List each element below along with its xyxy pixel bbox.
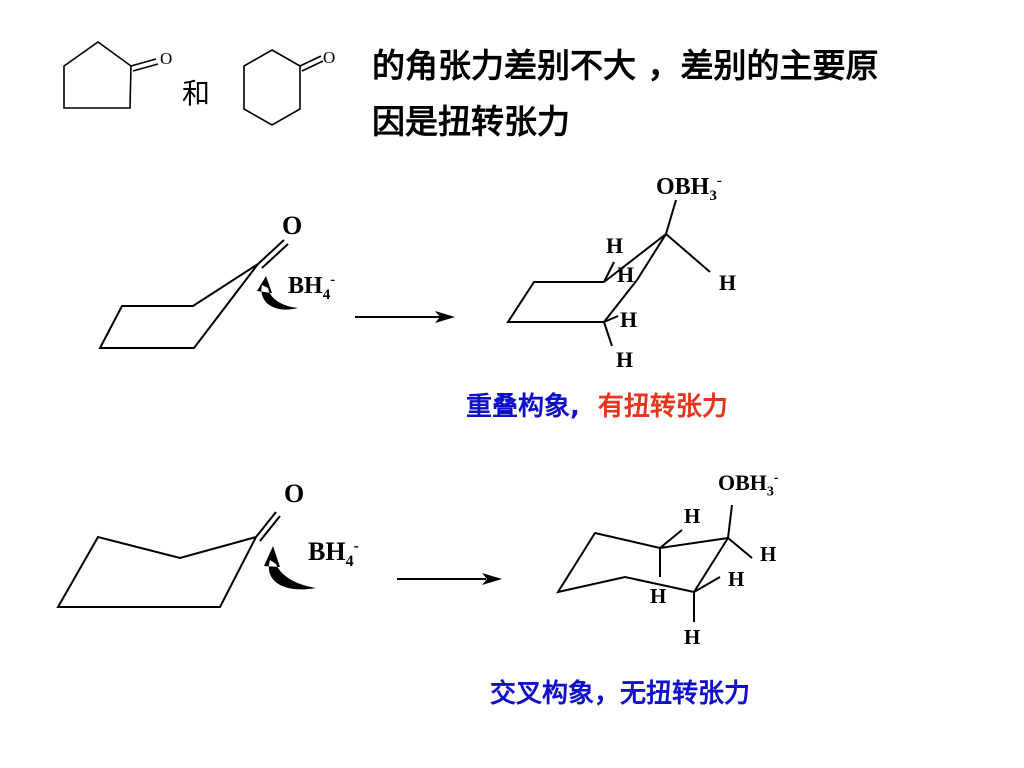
o-label-small-1: O <box>160 49 173 68</box>
h-label: H <box>620 307 638 332</box>
cyclohexanone-ring <box>243 49 301 126</box>
caption-2: 交叉构象，无扭转张力 <box>490 679 751 709</box>
reactant-2 <box>56 511 281 608</box>
o-label-1: O <box>282 211 303 240</box>
product-2 <box>555 504 753 622</box>
h-label: H <box>606 233 624 258</box>
h-label: H <box>684 625 701 649</box>
prod-group-label-2: OBH3- <box>718 470 779 500</box>
cyclopentanone-ring <box>63 41 132 109</box>
caption-1-eclipsed: 重叠构象, <box>466 392 580 422</box>
attack-arrow-2 <box>264 546 316 590</box>
o-label-small-2: O <box>323 48 336 67</box>
h-label: H <box>728 567 745 591</box>
reagent-label-1: BH4- <box>288 272 336 303</box>
headline: 的角张力差别不大 ，差别的主要原 因是扭转张力 <box>372 38 992 150</box>
h-label: H <box>616 347 634 372</box>
caption-1: 重叠构象, 有扭转张力 <box>466 386 728 423</box>
h-label: H <box>650 584 667 608</box>
attack-arrow-1 <box>257 276 298 310</box>
h-label: H <box>684 504 701 528</box>
reagent-label-2: BH4- <box>308 537 359 571</box>
o-label-2: O <box>284 479 305 508</box>
prod-group-label-1: OBH3- <box>656 173 722 204</box>
headline-line-2: 因是扭转张力 <box>372 102 570 141</box>
h-label: H <box>617 262 635 287</box>
conjunction-text: 和 <box>182 77 211 110</box>
h-label: H <box>719 270 737 295</box>
reactant-1 <box>98 239 289 349</box>
product-1 <box>506 199 711 347</box>
caption-1-strain: 有扭转张力 <box>597 392 728 422</box>
h-label: H <box>760 542 777 566</box>
headline-line-1: 的角张力差别不大 ，差别的主要原 <box>372 46 879 85</box>
